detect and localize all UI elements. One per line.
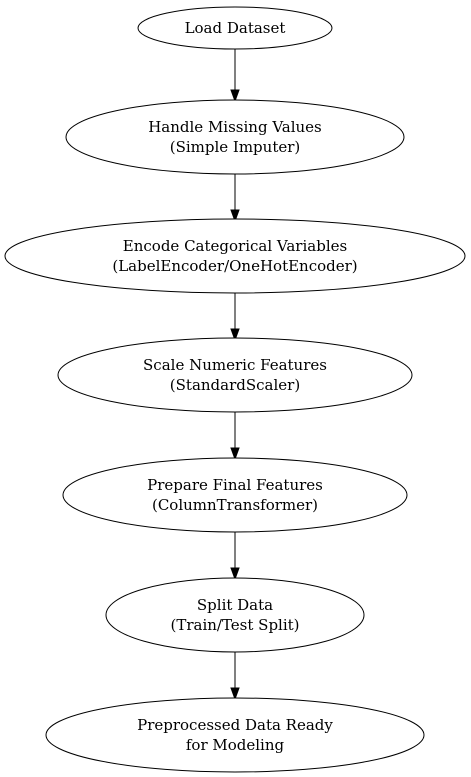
node-prepare-final-features-label: Prepare Final Features: [147, 476, 323, 494]
node-scale-numeric-features-sublabel: (StandardScaler): [170, 376, 300, 394]
node-split-data: Split Data (Train/Test Split): [105, 577, 365, 653]
node-encode-categorical-variables-label: Encode Categorical Variables: [123, 237, 347, 255]
node-prepare-final-features-sublabel: (ColumnTransformer): [152, 496, 318, 514]
node-scale-numeric-features-label: Scale Numeric Features: [143, 356, 327, 374]
node-preprocessed-data-ready: Preprocessed Data Ready for Modeling: [45, 697, 425, 773]
node-load-dataset-label: Load Dataset: [185, 19, 286, 37]
edge-encode-to-scale: [230, 293, 240, 342]
edge-scale-to-prepare: [230, 412, 240, 461]
node-split-data-sublabel: (Train/Test Split): [170, 616, 299, 634]
node-scale-numeric-features: Scale Numeric Features (StandardScaler): [57, 337, 413, 413]
node-encode-categorical-variables-sublabel: (LabelEncoder/OneHotEncoder): [112, 257, 357, 275]
node-preprocessed-data-ready-sublabel: for Modeling: [186, 736, 285, 754]
node-split-data-label: Split Data: [197, 596, 273, 614]
edge-split-to-ready: [230, 652, 240, 701]
edge-load-to-missing: [230, 49, 240, 103]
node-handle-missing-values: Handle Missing Values (Simple Imputer): [65, 99, 405, 175]
node-preprocessed-data-ready-label: Preprocessed Data Ready: [137, 716, 333, 734]
node-encode-categorical-variables: Encode Categorical Variables (LabelEncod…: [4, 218, 466, 294]
edge-missing-to-encode: [230, 174, 240, 223]
node-load-dataset: Load Dataset: [137, 6, 333, 50]
node-handle-missing-values-label: Handle Missing Values: [148, 118, 322, 136]
node-handle-missing-values-sublabel: (Simple Imputer): [170, 138, 301, 156]
edge-prepare-to-split: [230, 532, 240, 581]
node-prepare-final-features: Prepare Final Features (ColumnTransforme…: [62, 457, 408, 533]
